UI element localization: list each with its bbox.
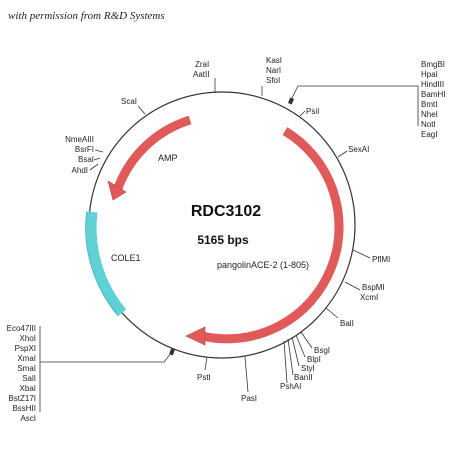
mcs-bottom-leader [39, 326, 173, 363]
site-label: StyI [301, 364, 315, 373]
site-label: BsrFI [75, 145, 94, 154]
site-label: Eco47III [7, 324, 36, 333]
psii-leader [299, 110, 306, 117]
site-label: HpaI [421, 70, 438, 79]
bali-leader [325, 307, 339, 319]
psti-leader [204, 356, 208, 371]
pshai-leader [283, 340, 288, 384]
site-label: NotI [421, 120, 436, 129]
site-label-pasi: PasI [241, 394, 257, 403]
site-label: SmaI [17, 364, 36, 373]
site-label: BanII [294, 373, 313, 382]
site-label: BamHI [421, 90, 445, 99]
sexai-leader [337, 150, 348, 158]
styi-leader [291, 336, 300, 367]
site-label: NarI [266, 66, 281, 75]
plasmid-size: 5165 bps [197, 233, 249, 247]
cole1-label: COLE1 [111, 253, 141, 263]
backbone-circle [88, 91, 356, 359]
site-label-bali: BalI [340, 319, 354, 328]
site-label: XbaI [20, 384, 36, 393]
site-label: BsgI [314, 346, 330, 355]
site-label: PspXI [15, 344, 36, 353]
kasi-group: KasI NarI SfoI [266, 56, 282, 85]
mcs-top-group: BmgBI HpaI HindIII BamHI BmtI NheI NotI … [421, 60, 445, 139]
site-label: NmeAIII [65, 135, 94, 144]
site-label: BstZ17I [8, 394, 36, 403]
site-label: ZraI [195, 60, 209, 69]
site-label: XcmI [360, 293, 378, 302]
site-label-pflmi: PflMI [372, 255, 390, 264]
site-label: EagI [421, 130, 437, 139]
bsai-leader [93, 157, 101, 161]
scai-leader [137, 105, 146, 115]
site-label: KasI [266, 56, 282, 65]
site-label: XhoI [20, 334, 36, 343]
site-label: AhdI [72, 166, 88, 175]
bsgi-leader [300, 331, 313, 349]
site-label: BssHII [12, 404, 36, 413]
pflmi-leader [352, 249, 371, 259]
site-label: AatII [193, 70, 209, 79]
mcs-top-leader [290, 85, 419, 126]
site-label-scai: ScaI [121, 97, 137, 106]
bspmi-leader [344, 281, 361, 291]
site-label: SfoI [266, 76, 280, 85]
pangolin-arrow-body [201, 127, 344, 344]
ahdi-group: NmeAIII BsrFI BsaI AhdI [65, 135, 94, 175]
site-label: NheI [421, 110, 438, 119]
site-label: SalI [22, 374, 36, 383]
ahdi-leader [89, 163, 99, 171]
site-label-sexai: SexAI [348, 145, 369, 154]
plasmid-name: RDC3102 [191, 203, 261, 220]
cole1-outline [85, 211, 117, 314]
banii-leader [287, 338, 294, 376]
mcs-top-marker [288, 97, 294, 105]
site-label: XmaI [17, 354, 36, 363]
amp-arrow-body [113, 115, 192, 190]
site-label: HindIII [421, 80, 444, 89]
site-label: BmtI [421, 100, 437, 109]
mcs-bottom-group: Eco47III XhoI PspXI XmaI SmaI SalI XbaI … [7, 324, 36, 423]
site-label-psii: PsiI [306, 107, 319, 116]
blpi-leader [295, 334, 306, 358]
pasi-leader [244, 356, 249, 393]
bsrfi-leader [94, 149, 104, 153]
site-label: BlpI [307, 355, 321, 364]
site-label: AscI [20, 414, 36, 423]
amp-arrow-head [107, 180, 127, 201]
lower-right-group: BsgI BlpI StyI BanII PshAI [280, 346, 330, 391]
cole1-feature [85, 211, 127, 317]
credit-text: with permission from R&D Systems [8, 10, 165, 22]
site-label: PshAI [280, 382, 301, 391]
site-label: BspMI [362, 283, 385, 292]
amp-label: AMP [158, 153, 178, 163]
pangolin-label: pangolinACE-2 (1-805) [217, 260, 309, 270]
bspmi-group: BspMI XcmI [360, 283, 385, 302]
zrai-group: ZraI AatII [193, 60, 209, 79]
site-label: BmgBI [421, 60, 445, 69]
site-label: BsaI [78, 155, 94, 164]
pangolin-arrow-head [185, 326, 206, 346]
site-label-psti: PstI [197, 373, 211, 382]
